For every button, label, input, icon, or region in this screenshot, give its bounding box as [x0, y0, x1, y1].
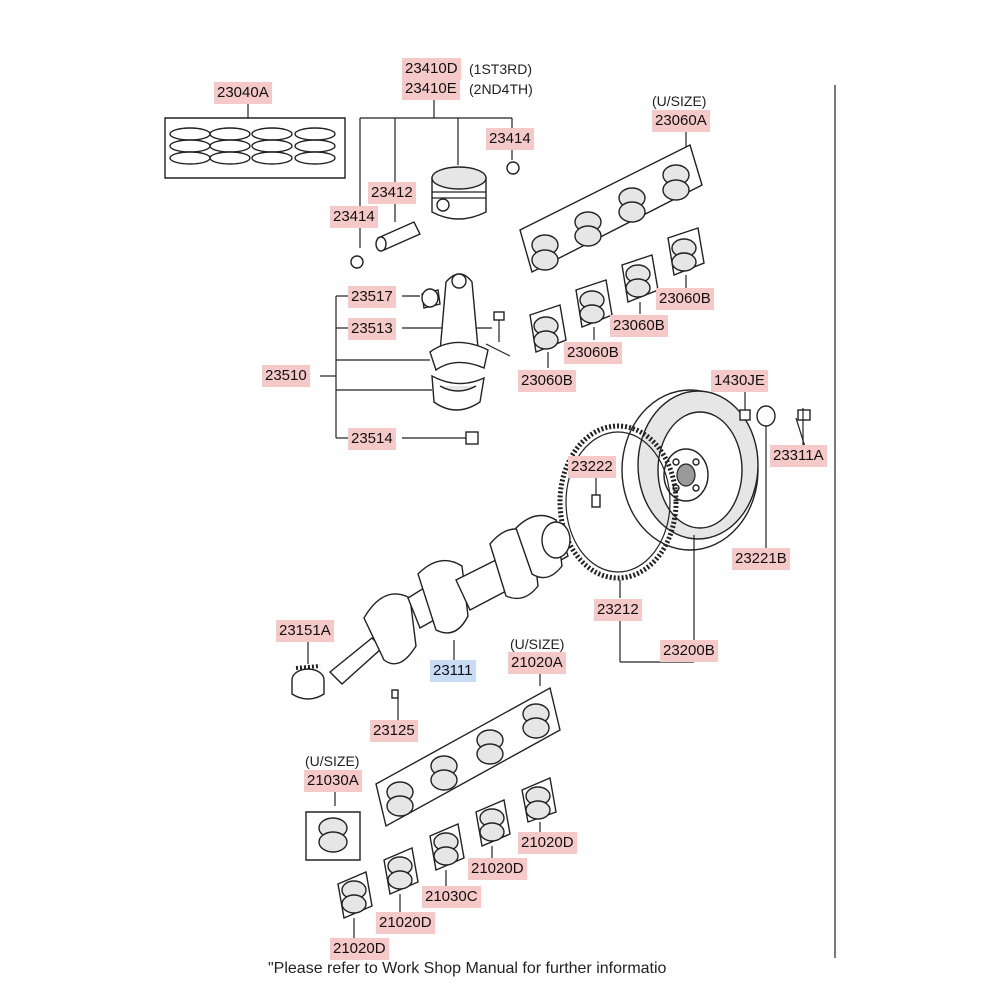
- part-label-23151A[interactable]: 23151A: [276, 620, 334, 642]
- piston-ring-set-drawing: [164, 100, 346, 179]
- part-label-21020D-4[interactable]: 21020D: [330, 938, 389, 960]
- crankshaft-drawing: [291, 514, 571, 720]
- part-label-23414-top[interactable]: 23414: [486, 128, 534, 150]
- lower-bearing-singles: [337, 777, 557, 938]
- main-bearing-strip-upper: [519, 130, 703, 274]
- part-label-23517[interactable]: 23517: [348, 286, 396, 308]
- main-bearing-strip-lower: [375, 670, 561, 828]
- part-label-23212[interactable]: 23212: [594, 599, 642, 621]
- part-label-23514[interactable]: 23514: [348, 428, 396, 450]
- part-label-23060A[interactable]: 23060A: [652, 110, 710, 132]
- part-label-21020D-1[interactable]: 21020D: [518, 832, 577, 854]
- part-label-23040A[interactable]: 23040A: [214, 82, 272, 104]
- part-label-23222[interactable]: 23222: [568, 456, 616, 478]
- piston-drawing: [350, 161, 520, 269]
- part-label-23414-left[interactable]: 23414: [330, 206, 378, 228]
- part-label-23060B-4[interactable]: 23060B: [518, 370, 576, 392]
- usize-note-upper: (U/SIZE): [652, 93, 707, 109]
- part-label-23200B[interactable]: 23200B: [660, 640, 718, 662]
- part-label-23311A[interactable]: 23311A: [770, 445, 827, 467]
- part-label-21020D-2[interactable]: 21020D: [468, 858, 527, 880]
- part-label-23221B[interactable]: 23221B: [732, 548, 790, 570]
- flywheel-drawing: [557, 389, 811, 663]
- part-label-23060B-1[interactable]: 23060B: [656, 288, 714, 310]
- part-label-23125[interactable]: 23125: [370, 720, 418, 742]
- part-label-21020D-3[interactable]: 21020D: [376, 912, 435, 934]
- part-label-23412[interactable]: 23412: [368, 182, 416, 204]
- part-label-1430JE[interactable]: 1430JE: [711, 370, 768, 392]
- part-label-23111[interactable]: 23111: [430, 660, 476, 682]
- usize-note-middle: (U/SIZE): [510, 636, 565, 652]
- part-label-23060B-2[interactable]: 23060B: [610, 315, 668, 337]
- part-label-21030C[interactable]: 21030C: [422, 886, 481, 908]
- part-label-23410E[interactable]: 23410E: [402, 78, 460, 100]
- part-label-23510[interactable]: 23510: [262, 365, 310, 387]
- part-label-23060B-3[interactable]: 23060B: [564, 342, 622, 364]
- part-label-21030A[interactable]: 21030A: [304, 770, 362, 792]
- usize-note-lower: (U/SIZE): [305, 753, 360, 769]
- note-2nd4th: (2ND4TH): [469, 81, 533, 97]
- note-1st3rd: (1ST3RD): [469, 61, 533, 77]
- footnote: "Please refer to Work Shop Manual for fu…: [268, 960, 667, 977]
- thrust-bearing-box: [305, 790, 361, 861]
- part-label-21020A[interactable]: 21020A: [508, 652, 566, 674]
- main-bearing-singles: [529, 227, 705, 368]
- part-label-23410D[interactable]: 23410D: [402, 58, 461, 80]
- connecting-rod-drawing: [421, 273, 511, 445]
- part-label-23513[interactable]: 23513: [348, 318, 396, 340]
